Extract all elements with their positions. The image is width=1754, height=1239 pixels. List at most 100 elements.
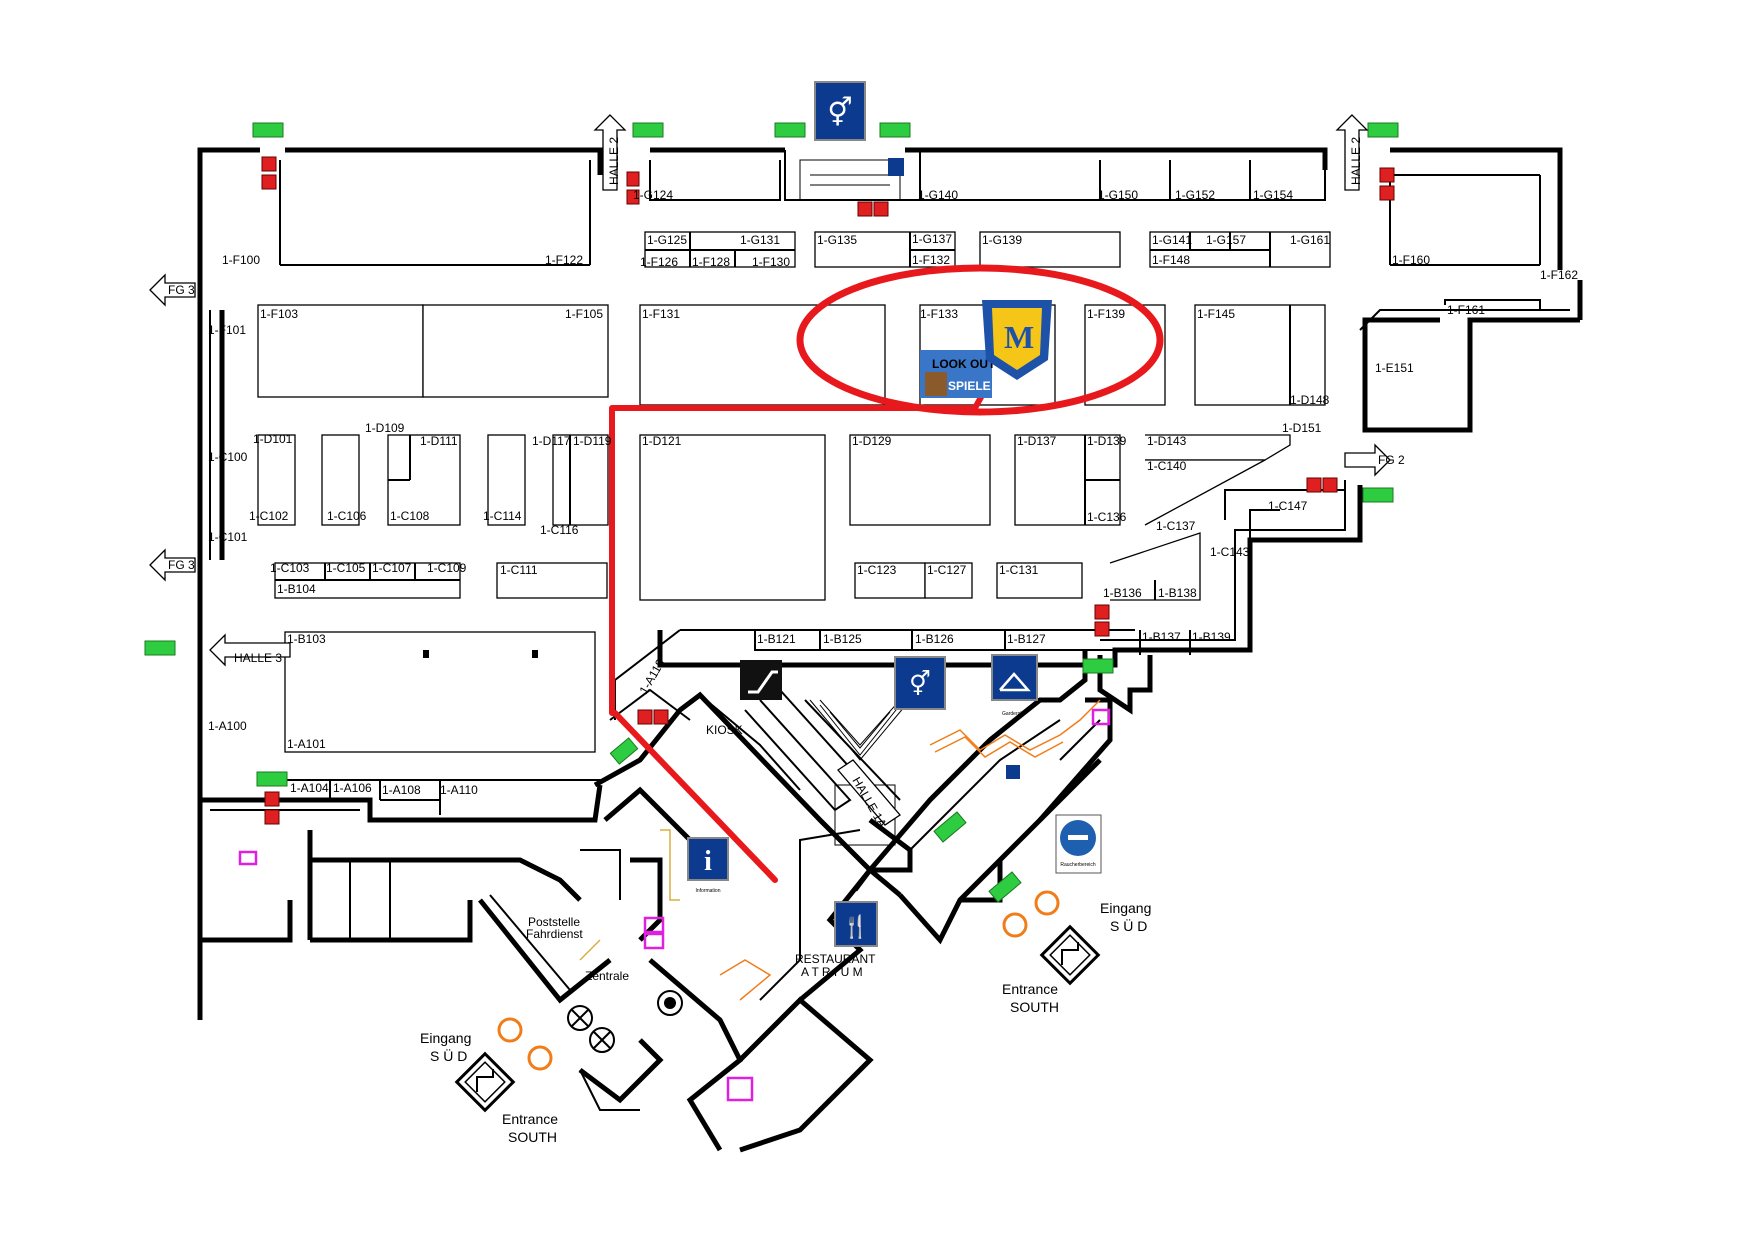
svg-text:1-F131: 1-F131 [642,307,680,321]
smoking-sign: Raucherbereich [1055,814,1102,874]
svg-text:S Ü D: S Ü D [1110,917,1147,934]
svg-text:1-C114: 1-C114 [483,509,522,523]
svg-text:1-A100: 1-A100 [208,719,247,733]
svg-text:FG 3: FG 3 [168,283,195,297]
svg-text:SOUTH: SOUTH [1010,999,1059,1015]
svg-text:1-C127: 1-C127 [927,563,967,577]
svg-text:⚥: ⚥ [827,96,852,129]
svg-text:1-C123: 1-C123 [857,563,897,577]
svg-text:1-F101: 1-F101 [208,323,246,337]
svg-text:SPIELE: SPIELE [948,379,991,393]
booth-labels: 1-G124 1-G140 1-G150 1-G152 1-G154 1-G12… [208,188,1578,797]
svg-text:HALLE 3: HALLE 3 [234,651,282,665]
svg-text:1-B138: 1-B138 [1158,586,1197,600]
svg-text:1-D151: 1-D151 [1282,421,1322,435]
svg-text:1-F105: 1-F105 [565,307,603,321]
svg-text:1-B136: 1-B136 [1103,586,1142,600]
svg-text:1-D117: 1-D117 [532,434,571,448]
svg-text:1-C107: 1-C107 [372,561,412,575]
wc-sign-center: ⚥ [894,656,946,710]
svg-text:Raucherbereich: Raucherbereich [1060,862,1096,868]
route-to-booth [609,264,1164,883]
svg-text:1-G157: 1-G157 [1206,233,1246,247]
svg-text:1-C102: 1-C102 [249,509,289,523]
elevators [238,708,1111,1102]
escalator-sign [740,660,782,700]
svg-text:1-A110: 1-A110 [440,783,478,797]
svg-text:1-F148: 1-F148 [1152,253,1190,267]
restaurant-sign: 🍴 [834,901,878,947]
svg-text:1-C105: 1-C105 [326,561,366,575]
svg-text:Fahrdienst: Fahrdienst [526,927,583,941]
svg-text:1-F132: 1-F132 [912,253,950,267]
svg-text:1-B121: 1-B121 [757,632,796,646]
svg-text:HALLE 2: HALLE 2 [1349,137,1363,185]
svg-text:1-G152: 1-G152 [1175,188,1215,202]
svg-text:1-G140: 1-G140 [918,188,958,202]
svg-text:1-D139: 1-D139 [1087,434,1127,448]
svg-text:1-A101: 1-A101 [287,737,326,751]
svg-text:1-D119: 1-D119 [573,434,612,448]
svg-text:1-G139: 1-G139 [982,233,1022,247]
phone-sign [888,158,1020,779]
assembly-markers [497,890,1060,1071]
svg-text:i: i [704,846,712,877]
svg-text:1-C108: 1-C108 [390,509,430,523]
exit-signs [144,122,1399,903]
escalator-stairs [744,159,912,846]
svg-text:1-F160: 1-F160 [1392,253,1430,267]
svg-text:1-A108: 1-A108 [382,783,421,797]
svg-text:1-D101: 1-D101 [253,432,293,446]
entrance-right-icon [1039,924,1101,986]
svg-text:1-D109: 1-D109 [365,421,405,435]
svg-text:1-G135: 1-G135 [817,233,857,247]
svg-text:Entrance: Entrance [1002,981,1058,997]
svg-text:1-C116: 1-C116 [540,523,579,537]
svg-text:1-D148: 1-D148 [1290,393,1330,407]
svg-text:1-D121: 1-D121 [642,434,682,448]
svg-text:1-D111: 1-D111 [420,434,458,448]
svg-text:HALLE 2: HALLE 2 [607,137,621,185]
svg-text:1-F145: 1-F145 [1197,307,1235,321]
m-shield-logo: M [982,300,1052,380]
svg-text:1-F139: 1-F139 [1087,307,1125,321]
entrance-left-icon [454,1051,516,1113]
svg-text:Information: Information [695,888,720,894]
svg-text:Garderobe: Garderobe [1002,711,1026,717]
svg-text:1-F130: 1-F130 [752,255,790,269]
svg-text:1-F133: 1-F133 [920,307,958,321]
wc-sign-top: ⚥ [814,81,866,141]
svg-text:Zentrale: Zentrale [585,969,629,983]
svg-text:FG 2: FG 2 [1378,453,1405,467]
svg-text:Eingang: Eingang [1100,900,1151,916]
svg-text:1-F161: 1-F161 [1447,303,1485,317]
svg-text:1-C106: 1-C106 [327,509,367,523]
svg-text:1-C101: 1-C101 [208,530,248,544]
info-sign: i Information [687,837,729,894]
atrium-rosette [567,990,683,1053]
lower-building-walls [197,649,1153,1153]
svg-text:1-G131: 1-G131 [740,233,780,247]
svg-text:1-B104: 1-B104 [277,582,316,596]
svg-text:1-G141: 1-G141 [1152,233,1192,247]
garderobe-sign: Garderobe [991,654,1038,717]
look-out-spiele-logo: LOOK OUT SPIELE [920,350,996,398]
svg-text:1-D129: 1-D129 [852,434,892,448]
svg-text:1-G154: 1-G154 [1253,188,1293,202]
svg-text:1-G161: 1-G161 [1290,233,1330,247]
svg-text:S Ü D: S Ü D [430,1047,467,1064]
svg-text:1-F100: 1-F100 [222,253,260,267]
svg-text:1-C136: 1-C136 [1087,510,1127,524]
svg-text:1-C140: 1-C140 [1147,459,1187,473]
svg-text:1-A104: 1-A104 [290,781,329,795]
svg-text:1-D143: 1-D143 [1147,434,1187,448]
svg-text:1-F128: 1-F128 [692,255,730,269]
svg-text:1-B127: 1-B127 [1007,632,1046,646]
svg-text:1-F162: 1-F162 [1540,268,1578,282]
fire-equipment [261,156,1395,825]
svg-text:1-E151: 1-E151 [1375,361,1414,375]
svg-text:1-B139: 1-B139 [1192,630,1231,644]
hall-walls [197,147,1583,1020]
svg-text:1-B137: 1-B137 [1142,630,1181,644]
